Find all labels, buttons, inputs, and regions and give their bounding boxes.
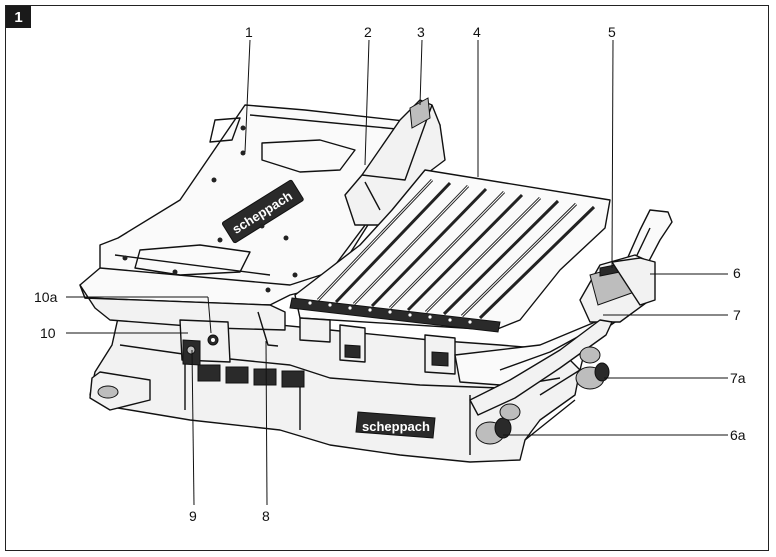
figure-number-badge: 1 bbox=[6, 6, 31, 28]
callout-4: 4 bbox=[473, 24, 481, 40]
front-logo-text: scheppach bbox=[362, 419, 430, 434]
knob-6a bbox=[475, 403, 521, 445]
callout-8: 8 bbox=[262, 508, 270, 524]
cutting-table bbox=[294, 169, 611, 331]
callout-1: 1 bbox=[245, 24, 253, 40]
ventilation-slots bbox=[197, 364, 305, 388]
left-foot bbox=[89, 371, 151, 411]
callout-10a: 10a bbox=[34, 289, 58, 305]
callout-10: 10 bbox=[40, 325, 56, 341]
callout-9: 9 bbox=[189, 508, 197, 524]
table-slats bbox=[316, 178, 596, 320]
callout-5: 5 bbox=[608, 24, 616, 40]
front-logo-badge: scheppach bbox=[355, 411, 436, 439]
callout-2: 2 bbox=[364, 24, 372, 40]
callout-7: 7 bbox=[733, 307, 741, 323]
figure-frame bbox=[5, 5, 769, 551]
callout-3: 3 bbox=[417, 24, 425, 40]
front-rail-bar bbox=[469, 319, 613, 416]
table-front-edge bbox=[289, 297, 501, 333]
callout-6a: 6a bbox=[730, 427, 746, 443]
leader-lines bbox=[66, 39, 728, 506]
callout-7a: 7a bbox=[730, 370, 746, 386]
callout-6: 6 bbox=[733, 265, 741, 281]
